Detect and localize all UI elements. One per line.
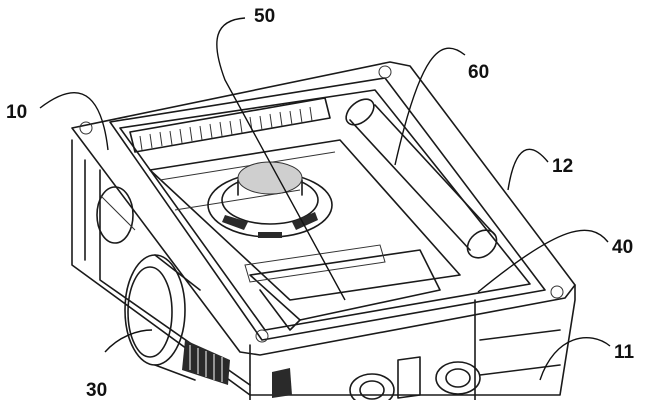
leader-10 [39,92,109,151]
label-40: 40 [612,237,633,258]
front-block [244,244,441,331]
leader-60 [394,47,466,166]
left-fan [96,186,136,244]
front-connectors [272,356,481,400]
fin-rail [129,97,331,153]
fan-assembly [207,161,333,238]
leader-12 [507,148,549,191]
top-frame [71,61,576,356]
leader-11 [539,337,611,381]
label-30: 30 [86,380,107,400]
housing-body [71,139,576,400]
label-12: 12 [552,156,573,177]
label-60: 60 [468,62,489,83]
leader-40 [477,229,609,293]
leader-50 [216,17,346,301]
label-50: 50 [254,6,275,27]
cylinder-60 [345,98,498,259]
label-10: 10 [6,102,27,123]
label-11: 11 [614,342,635,363]
leader-30 [104,329,153,353]
roller-30 [124,254,230,385]
leader-lines [39,17,611,381]
